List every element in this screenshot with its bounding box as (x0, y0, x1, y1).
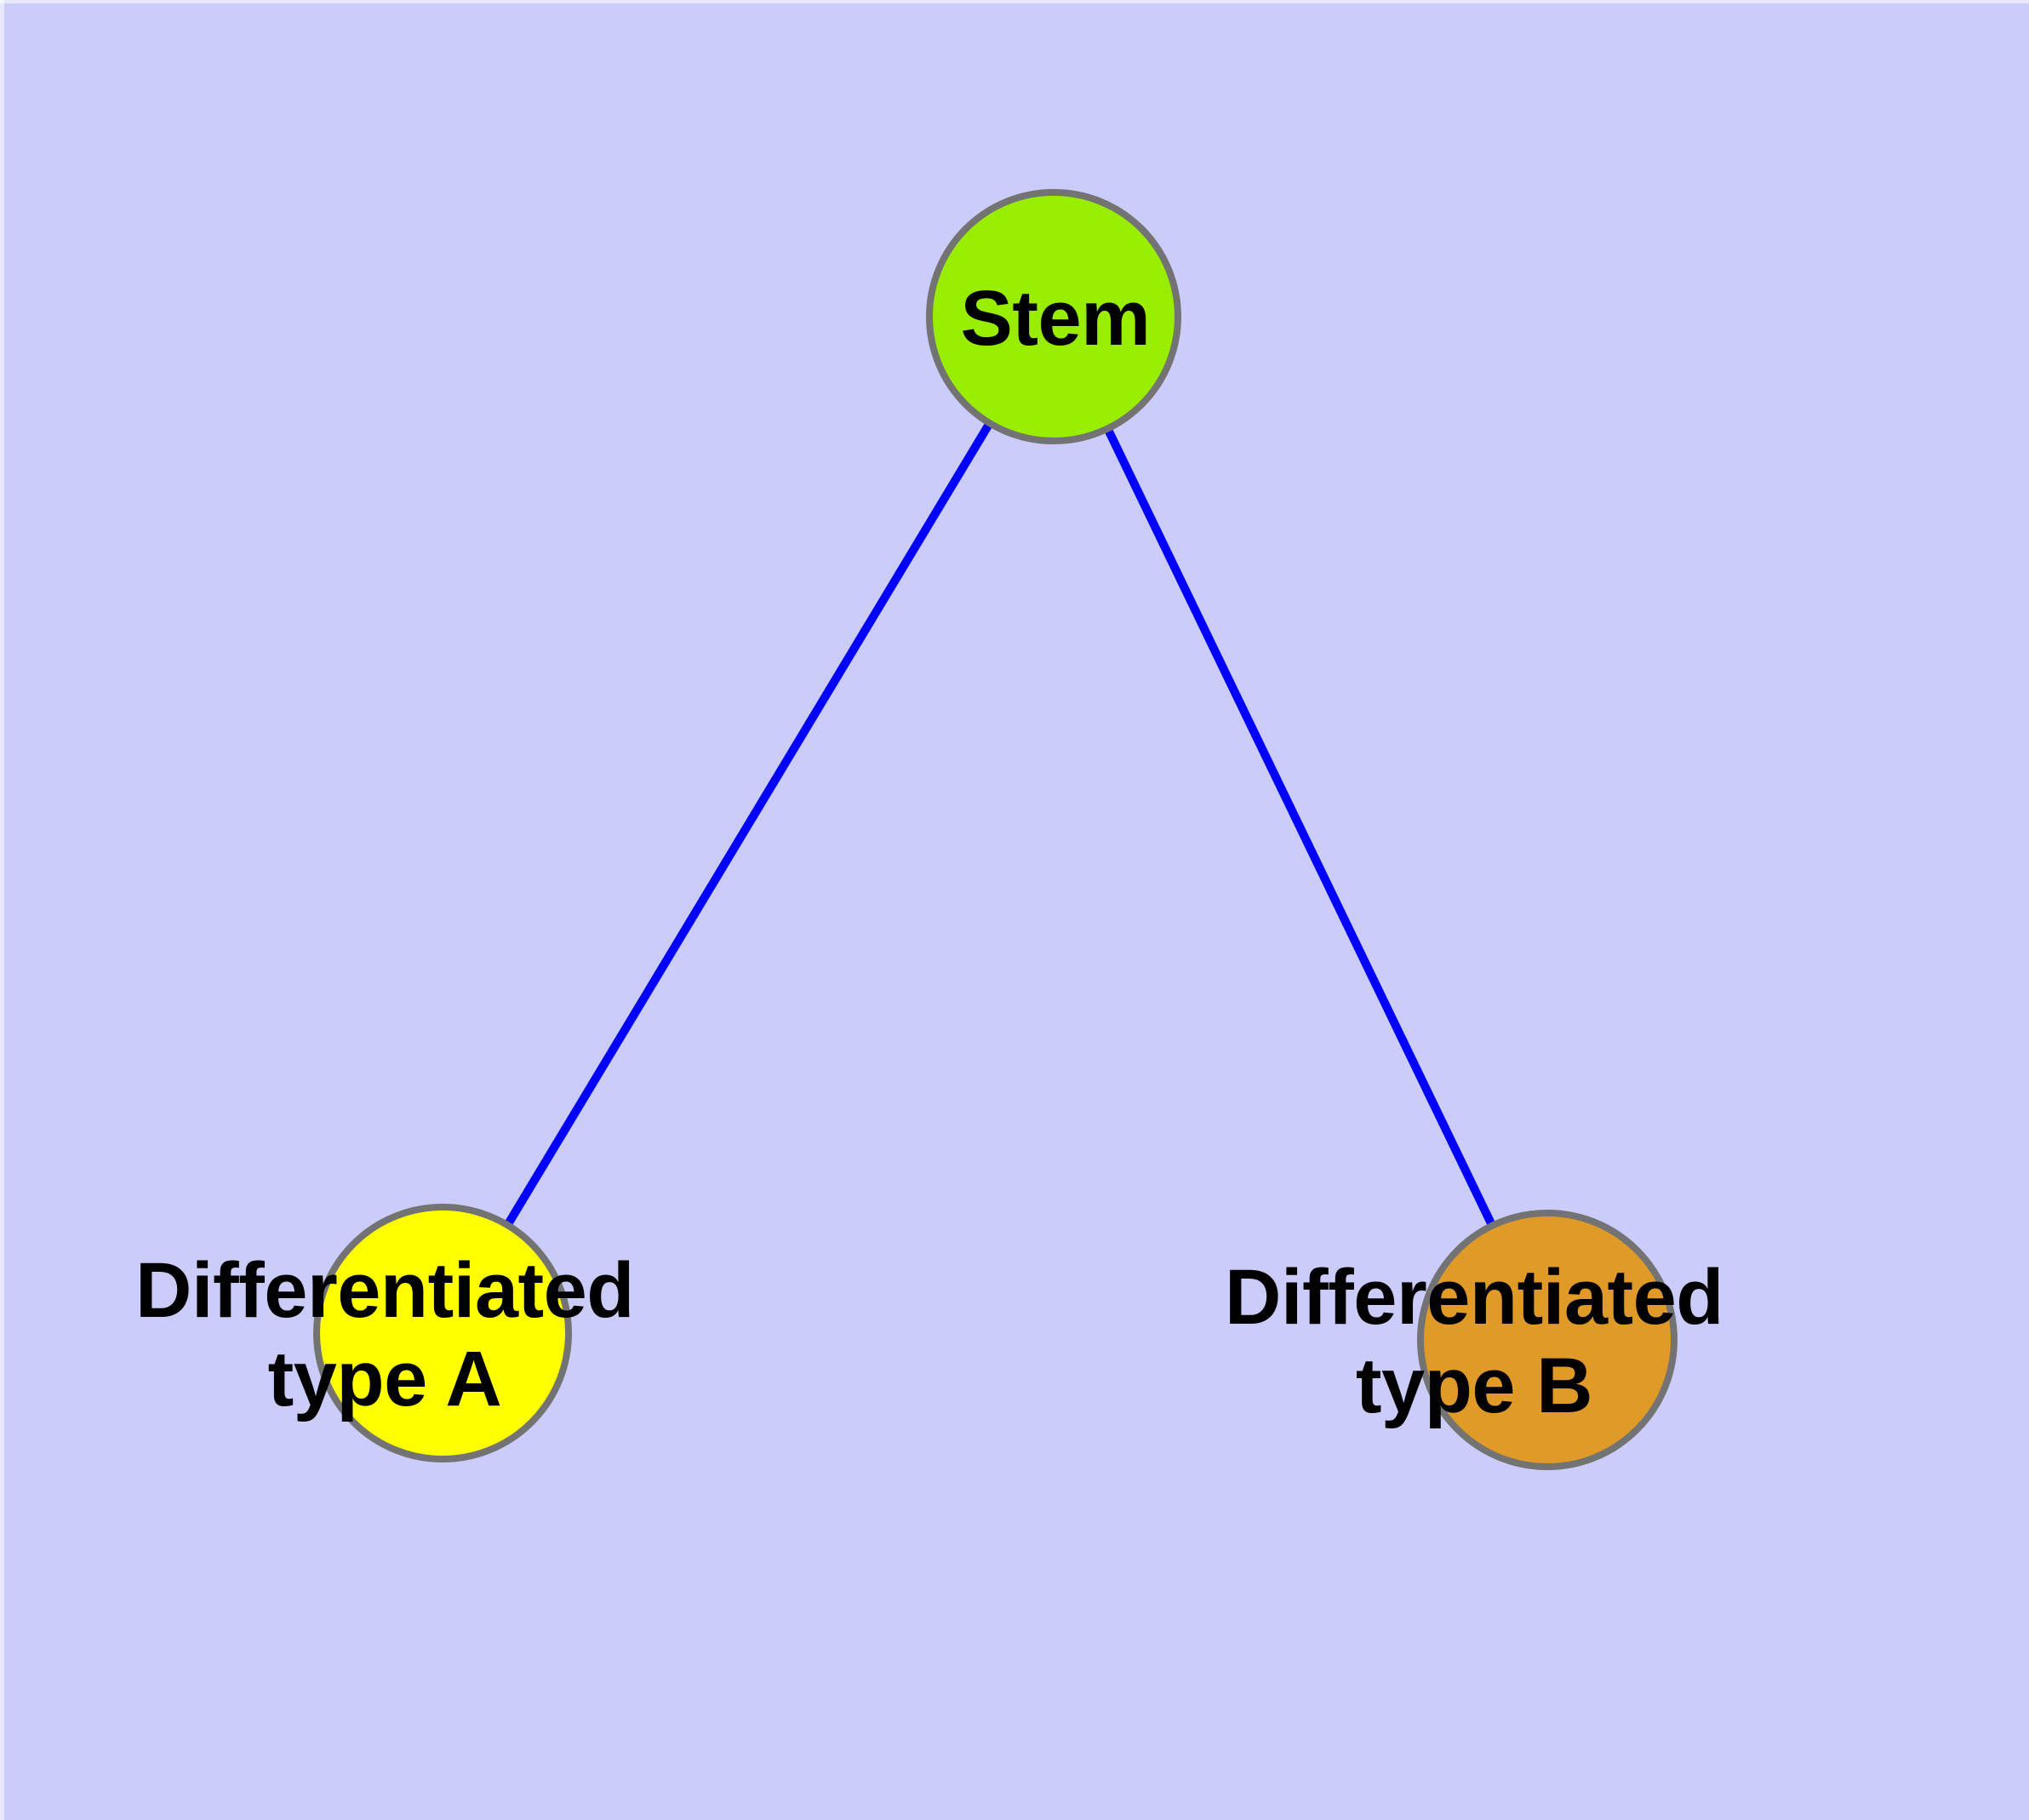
node-layer (313, 189, 1677, 1470)
node-diff-a[interactable] (313, 1204, 572, 1462)
node-stem[interactable] (926, 189, 1181, 444)
edge-stem-to-diff-a[interactable] (438, 314, 1058, 1336)
edge-layer (438, 314, 1552, 1342)
edge-stem-to-diff-b[interactable] (1049, 314, 1552, 1342)
node-diff-b[interactable] (1417, 1210, 1677, 1470)
